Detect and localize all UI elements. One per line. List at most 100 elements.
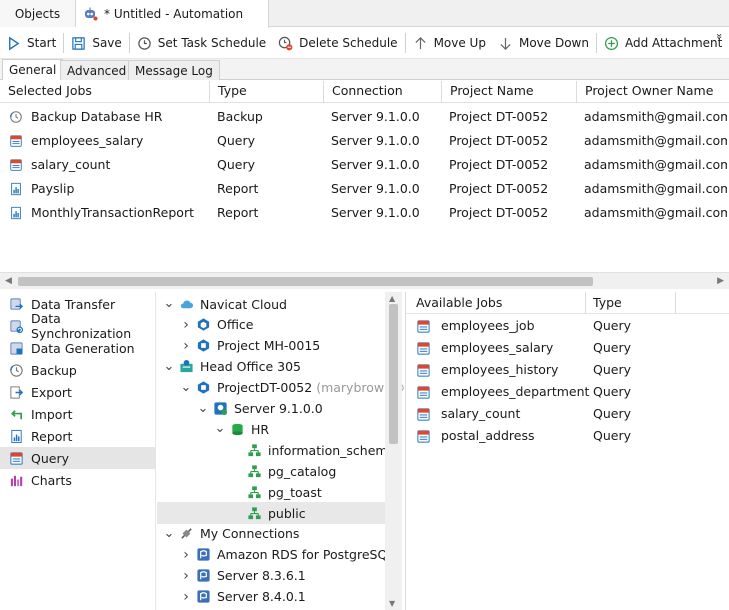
tree-item-label: Server 8.4.0.1 [217,589,306,605]
collapse-chevron-icon[interactable]: ⌄ [214,421,226,437]
add-attachment-button[interactable]: Add Attachment [598,28,728,59]
job-project-name: Project DT-0052 [449,157,549,172]
clock-delete-icon [278,36,293,50]
scroll-down-icon[interactable]: ▼ [389,599,396,608]
collapse-chevron-icon[interactable]: ⌄ [197,400,209,416]
arrow-down-icon [500,37,511,50]
tree-item[interactable]: ⌄ProjectDT-0052(marybrown@ [157,377,404,399]
collapse-chevron-icon[interactable]: ⌄ [163,358,175,374]
column-header-project-name[interactable]: Project Name [441,81,576,103]
category-item[interactable]: Query [0,447,156,469]
tree-scrollbar-thumb[interactable] [389,304,398,444]
category-item[interactable]: Import [0,403,156,425]
tree-item[interactable]: › Project MH-0015 [157,335,385,357]
tree-item[interactable]: ⌄Head Office 305 [157,356,385,378]
query-icon [417,430,430,443]
toolbar-divider [63,33,65,53]
category-item[interactable]: Data Generation [0,337,156,359]
collapse-chevron-icon[interactable]: ⌄ [163,525,175,541]
tree-item[interactable]: pg_catalog [157,460,385,482]
column-header-selected-jobs[interactable]: Selected Jobs [8,83,92,98]
tab-message-log[interactable]: Message Log [128,60,220,80]
tree-item-label: pg_toast [268,484,322,500]
expand-chevron-icon[interactable]: › [183,337,189,354]
category-item[interactable]: Data Transfer [0,293,156,315]
tree-item[interactable]: ›Server 8.3.6.1 [157,565,385,587]
toolbar-overflow-button[interactable]: » [713,32,726,41]
query-icon [417,320,430,333]
job-project-owner: adamsmith@gmail.com [584,181,727,196]
available-job-name: salary_count [441,406,521,421]
tree-item[interactable]: public [157,502,385,524]
column-header-project-owner-name[interactable]: Project Owner Name [576,81,729,103]
save-button[interactable]: Save [65,28,127,59]
tree-item[interactable]: ⌄Server 9.1.0.0 [157,398,385,420]
job-project-owner: adamsmith@gmail.com [584,205,727,220]
column-header-type[interactable]: Type [209,81,323,103]
start-button[interactable]: Start [0,28,62,59]
toolbar: Start Save Set Task Schedule Delete Sche… [0,28,729,59]
tab-advanced[interactable]: Advanced [60,60,134,80]
tab-automation[interactable]: * Untitled - Automation [76,0,269,28]
available-job-name: employees_history [441,362,559,377]
collapse-chevron-icon[interactable]: ⌄ [163,296,175,311]
query-icon [417,386,430,399]
expand-chevron-icon[interactable]: › [183,588,189,605]
category-item[interactable]: Backup [0,359,156,381]
tree-item[interactable]: › Server 8.4.0.1 [157,586,385,608]
column-header-available-jobs[interactable]: Available Jobs [416,295,503,310]
job-project-name: Project DT-0052 [449,205,549,220]
set-task-schedule-button[interactable]: Set Task Schedule [131,28,272,59]
tree-item[interactable]: ⌄My Connections [157,523,385,545]
expand-chevron-icon[interactable]: › [183,567,189,584]
job-name: MonthlyTransactionReport [31,205,194,220]
tree-item-label: Project MH-0015 [217,338,321,354]
tree-vertical-scrollbar[interactable]: ▲ ▼ [385,292,402,610]
category-item[interactable]: Export [0,381,156,403]
category-item-label: Export [31,384,72,400]
horizontal-scrollbar-thumb[interactable] [18,277,593,286]
collapse-chevron-icon[interactable]: ⌄ [180,379,192,395]
tree-item-label: HR [251,421,270,437]
move-down-button[interactable]: Move Down [492,28,595,59]
expand-chevron-icon[interactable]: › [183,316,189,333]
tab-objects[interactable]: Objects [0,0,76,27]
category-item[interactable]: Report [0,425,156,447]
category-item[interactable]: Charts [0,469,156,491]
tree-item[interactable]: pg_toast [157,481,385,503]
expand-chevron-icon[interactable]: › [183,546,189,563]
toolbar-divider [595,33,597,53]
scroll-up-icon[interactable]: ▲ [389,294,396,303]
query-icon [10,135,22,147]
database-icon [232,423,243,436]
column-header-connection[interactable]: Connection [323,81,441,103]
scroll-right-icon[interactable]: ▶ [717,276,724,286]
tree-item[interactable]: ›Office [157,314,385,336]
horizontal-scrollbar[interactable]: ◀ ▶ [0,272,729,289]
move-up-button[interactable]: Move Up [407,28,492,59]
tree-item[interactable]: ›Amazon RDS for PostgreSQL [157,544,394,566]
settings-tab-bar: General Advanced Message Log [0,59,729,80]
tree-item[interactable]: information_schema [157,439,395,461]
tree-item[interactable]: ⌄Navicat Cloud [157,293,385,315]
start-button-label: Start [27,36,57,50]
tree-item[interactable]: ⌄ HR [157,418,385,440]
delete-schedule-button[interactable]: Delete Schedule [272,28,403,59]
category-item[interactable]: Data Synchronization [0,311,156,341]
job-type: Report [217,181,259,196]
office-icon [197,318,210,331]
tab-general[interactable]: General [2,59,64,80]
column-header-available-type[interactable]: Type [593,295,622,310]
scroll-left-icon[interactable]: ◀ [5,276,12,286]
